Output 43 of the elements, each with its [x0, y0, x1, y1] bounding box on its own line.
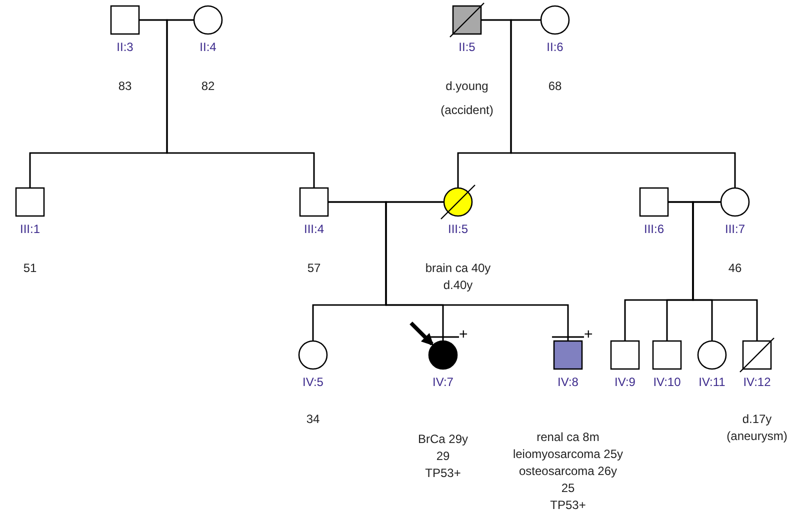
plus-mark: +	[459, 327, 468, 342]
descent-line	[692, 201, 758, 341]
individual-id: II:4	[200, 40, 216, 54]
note-text: 34	[306, 411, 320, 428]
note-text: d.young	[446, 78, 488, 95]
note-text: 57	[307, 260, 321, 277]
descent-line	[385, 201, 569, 341]
note-text: brain ca 40y	[425, 260, 491, 277]
individual-id: III:4	[304, 222, 324, 236]
individual-id: IV:8	[558, 375, 578, 389]
note-text: 25	[561, 480, 575, 497]
note-text: TP53+	[550, 497, 586, 514]
individual-id: III:7	[724, 222, 745, 236]
note-text: d.40y	[443, 277, 473, 294]
note-text: 83	[118, 78, 132, 95]
proband-arrow	[410, 322, 434, 346]
individual-id: III:6	[644, 222, 664, 236]
note-text: 82	[201, 78, 215, 95]
note-text: 29	[436, 448, 450, 465]
note-text: renal ca 8m	[536, 429, 600, 446]
note-text: d.17y	[742, 411, 772, 428]
note-text: (aneurysm)	[726, 428, 788, 445]
note-text: (accident)	[440, 102, 494, 119]
note-text: BrCa 29y	[418, 431, 468, 448]
individual-id: II:6	[546, 40, 564, 54]
individual-id: IV:10	[653, 375, 681, 389]
individual-id: IV:9	[614, 375, 636, 389]
descent-line	[166, 19, 315, 188]
note-text: 46	[728, 260, 742, 277]
plus-mark: +	[584, 327, 593, 342]
individual-id: IV:7	[432, 375, 454, 389]
note-text: leiomyosarcoma 25y	[512, 446, 624, 463]
note-text: osteosarcoma 26y	[518, 463, 618, 480]
individual-id: IV:12	[743, 375, 771, 389]
individual-id: III:1	[20, 222, 40, 236]
individual-id: IV:5	[302, 375, 324, 389]
note-text: 51	[23, 260, 37, 277]
note-text: 68	[548, 78, 562, 95]
individual-id: III:5	[448, 222, 468, 236]
individual-id: IV:11	[698, 375, 726, 389]
individual-id: II:3	[116, 40, 134, 54]
note-text: TP53+	[425, 465, 461, 482]
individual-id: II:5	[458, 40, 476, 54]
